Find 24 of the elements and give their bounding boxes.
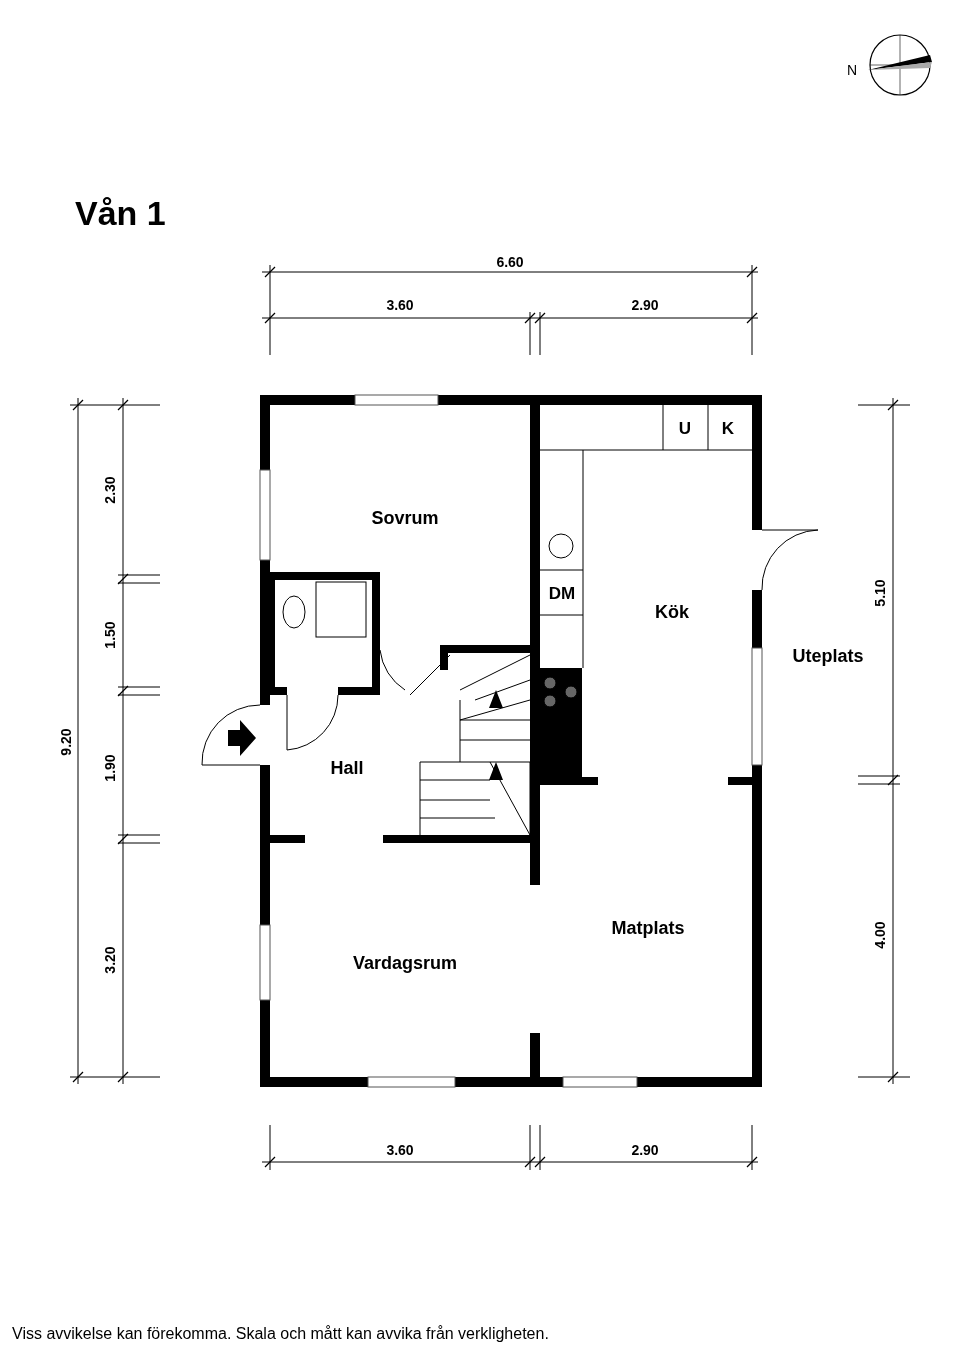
appliance-label: U (678, 419, 692, 437)
room-label: Vardagsrum (353, 954, 457, 972)
dimension-label: 2.30 (103, 476, 117, 504)
dimension-label: 2.90 (631, 1143, 659, 1157)
room-label: Hall (330, 759, 364, 777)
dimension-label: 3.60 (386, 298, 414, 312)
area-label: Uteplats (792, 647, 864, 665)
room-label: Sovrum (371, 509, 439, 527)
appliance-label: DM (548, 584, 576, 602)
dimension-label: 1.50 (103, 621, 117, 649)
appliance-label: K (721, 419, 735, 437)
plan-title: Vån 1 (75, 196, 166, 230)
dimension-label: 1.90 (103, 754, 117, 782)
room-label: Matplats (611, 919, 685, 937)
room-label: Kök (655, 603, 689, 621)
dimension-label: 6.60 (496, 255, 524, 269)
dimension-label: 2.90 (631, 298, 659, 312)
dimension-label: 3.60 (386, 1143, 414, 1157)
dimension-label: 3.20 (103, 946, 117, 974)
compass-letter: N (846, 63, 858, 77)
dimension-label: 9.20 (59, 728, 73, 756)
dimension-label: 5.10 (873, 579, 887, 607)
dimension-label: 4.00 (873, 921, 887, 949)
disclaimer-note: Viss avvikelse kan förekomma. Skala och mått kan avvika från verkligheten. (12, 1326, 549, 1342)
